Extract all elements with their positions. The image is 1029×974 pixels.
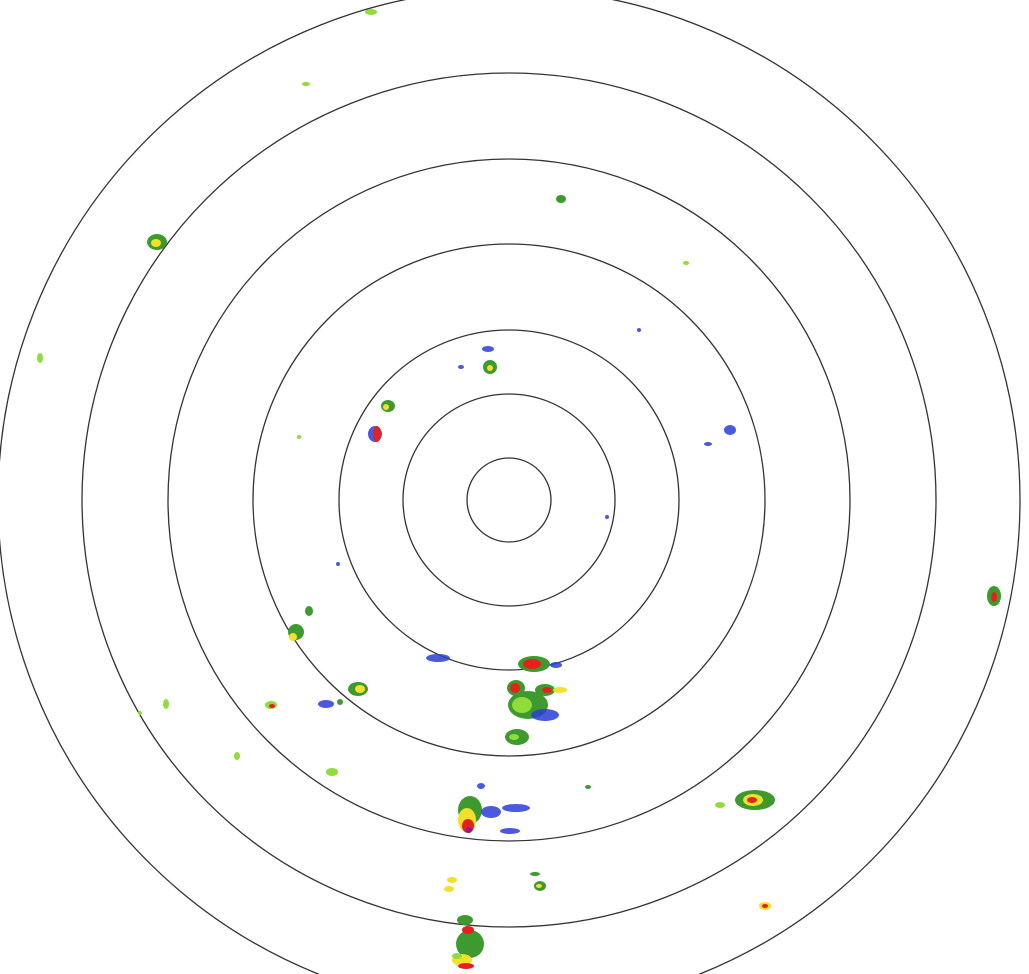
echo-cell: [383, 404, 389, 410]
echo-cell: [37, 353, 43, 363]
echo-cell: [637, 328, 641, 332]
echo-cell: [466, 827, 472, 833]
echo-cell: [550, 662, 562, 668]
echo-cell: [305, 606, 313, 616]
echo-cell: [326, 768, 338, 776]
echo-cell: [762, 904, 768, 908]
echo-cell: [337, 699, 343, 705]
echo-cell: [444, 886, 454, 892]
echo-cell: [234, 752, 240, 760]
echo-cell: [355, 685, 365, 693]
echo-cell: [523, 659, 541, 669]
echo-cell: [138, 711, 142, 715]
echo-cell: [487, 365, 493, 371]
echo-cell: [462, 926, 474, 934]
range-ring-1: [466, 457, 552, 543]
echo-cell: [151, 239, 161, 247]
echo-cell: [426, 654, 450, 662]
echo-cell: [452, 953, 462, 959]
echo-cell: [556, 195, 566, 203]
range-ring-3: [338, 329, 680, 671]
echo-cell: [715, 802, 725, 808]
echo-cell: [704, 442, 712, 446]
echo-cell: [163, 699, 169, 709]
echo-cell: [542, 687, 552, 693]
range-ring-2: [402, 393, 616, 607]
echo-cell: [458, 963, 474, 969]
precipitation-echoes: [37, 9, 1001, 969]
echo-cell: [269, 704, 275, 708]
echo-cell: [318, 700, 334, 708]
echo-cell: [512, 697, 532, 713]
echo-cell: [456, 930, 484, 958]
echo-cell: [585, 785, 591, 789]
echo-cell: [991, 592, 997, 602]
echo-cell: [457, 915, 473, 925]
echo-cell: [500, 828, 520, 834]
echo-cell: [510, 683, 520, 693]
range-ring-6: [81, 72, 937, 928]
echo-cell: [373, 426, 381, 442]
range-ring-4: [252, 243, 766, 757]
echo-cell: [553, 687, 567, 693]
echo-cell: [683, 261, 689, 265]
echo-cell: [509, 734, 519, 740]
echo-cell: [502, 804, 530, 812]
echo-cell: [458, 365, 464, 369]
echo-cell: [297, 435, 301, 439]
echo-cell: [447, 877, 457, 883]
echo-cell: [289, 633, 297, 641]
echo-cell: [365, 9, 377, 15]
echo-cell: [605, 515, 609, 519]
echo-cell: [531, 709, 559, 721]
echo-cell: [477, 783, 485, 789]
echo-cell: [302, 82, 310, 86]
echo-cell: [536, 884, 542, 888]
echo-cell: [481, 806, 501, 818]
echo-cell: [482, 346, 494, 352]
echo-cell: [747, 797, 757, 803]
range-ring-5: [167, 158, 851, 842]
echo-cell: [336, 562, 340, 566]
echo-cell: [724, 425, 736, 435]
echo-cell: [530, 872, 540, 876]
